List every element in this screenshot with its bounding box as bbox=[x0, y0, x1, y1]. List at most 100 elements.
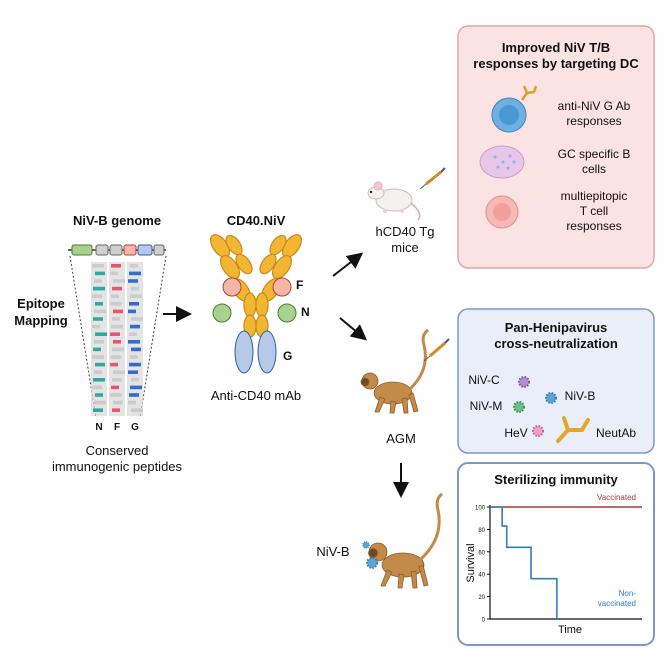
genome-caption-line1: Conserved bbox=[86, 443, 149, 458]
lane-f-band bbox=[110, 332, 120, 336]
construct-label-n: N bbox=[301, 305, 310, 319]
response-item-3-line2: T cell bbox=[580, 204, 608, 218]
lane-n-band bbox=[92, 264, 104, 268]
series-label-nonvaccinated-line2: vaccinated bbox=[598, 599, 636, 608]
lane-n-band bbox=[94, 340, 104, 344]
immunity-title: Sterilizing immunity bbox=[494, 472, 618, 487]
lane-n-band bbox=[93, 408, 103, 412]
genome-title: NiV-B genome bbox=[73, 213, 161, 228]
lane-n-band bbox=[95, 271, 105, 276]
lane-g-band bbox=[128, 370, 138, 374]
lane-f-band bbox=[111, 264, 121, 268]
lane-n-band bbox=[93, 347, 101, 352]
lane-g-band bbox=[131, 317, 143, 321]
lane-g-band bbox=[128, 340, 140, 344]
response-item-3-line3: responses bbox=[566, 219, 621, 233]
series-label-nonvaccinated-line1: Non- bbox=[619, 589, 637, 598]
lane-label-f: F bbox=[114, 422, 120, 433]
virus-icon-nivc bbox=[518, 376, 530, 388]
genome-panel: NiV-B genome N F G Epitope Mapping Conse… bbox=[14, 213, 182, 474]
response-item-2-line2: cells bbox=[582, 162, 606, 176]
response-item-1-line2: responses bbox=[566, 114, 621, 128]
series-nonvaccinated-line bbox=[490, 506, 558, 619]
antibody-construct-icon bbox=[209, 234, 303, 338]
construct-panel: CD40.NiV F N G bbox=[209, 213, 310, 403]
lane-n-band bbox=[92, 324, 100, 329]
arrow-to-agm bbox=[339, 317, 368, 341]
lane-g-band bbox=[130, 264, 138, 268]
y-axis-label: Survival bbox=[465, 543, 477, 582]
lane-f-band bbox=[113, 400, 123, 405]
genome-caption-line2: immunogenic peptides bbox=[52, 459, 183, 474]
n-epitope-right bbox=[277, 303, 297, 323]
lane-g-band bbox=[128, 400, 136, 405]
genome-bar bbox=[68, 244, 166, 256]
n-epitope-left bbox=[212, 303, 232, 323]
responses-box: Improved NiV T/B responses by targeting … bbox=[457, 25, 655, 269]
lane-f-band bbox=[110, 271, 118, 276]
lane-n-band bbox=[94, 370, 102, 374]
lane-n-band bbox=[92, 294, 102, 298]
challenge-label: NiV-B bbox=[316, 544, 349, 559]
virus-icon-challenge bbox=[362, 541, 378, 569]
construct-label-f: F bbox=[296, 278, 303, 292]
lane-f-band bbox=[110, 362, 118, 367]
response-item-3-line1: multiepitopic bbox=[561, 189, 628, 203]
lane-g-band bbox=[131, 286, 139, 291]
lane-g-band bbox=[130, 355, 138, 359]
g-epitope-right bbox=[257, 330, 277, 374]
virus-label-nivm: NiV-M bbox=[470, 399, 503, 413]
lane-f-band bbox=[113, 340, 121, 344]
cross-title-line2: cross-neutralization bbox=[494, 336, 618, 351]
construct-title: CD40.NiV bbox=[227, 213, 286, 228]
arrow-to-mouse bbox=[332, 252, 364, 277]
lane-f-band bbox=[112, 347, 124, 352]
lane-g-band bbox=[130, 385, 142, 390]
lane-f-band bbox=[111, 294, 119, 298]
lane-n-band bbox=[93, 317, 103, 321]
construct-caption: Anti-CD40 mAb bbox=[211, 388, 301, 403]
mouse-label-line1: hCD40 Tg bbox=[375, 224, 434, 239]
epitope-label-line1: Epitope bbox=[17, 296, 65, 311]
virus-label-nivb: NiV-B bbox=[565, 389, 596, 403]
lane-g-band bbox=[129, 332, 137, 336]
lane-g-band bbox=[129, 271, 141, 276]
lane-g-band bbox=[128, 309, 136, 314]
lane-f-band bbox=[110, 393, 122, 397]
lane-g-band bbox=[130, 294, 142, 298]
lane-g-band bbox=[129, 362, 141, 367]
monkey-icon-challenged bbox=[368, 492, 443, 589]
lane-f-band bbox=[110, 302, 122, 306]
lane-n-band bbox=[94, 279, 102, 283]
lane-g-bg bbox=[127, 262, 143, 416]
f-epitope-right bbox=[272, 277, 292, 297]
mouse-icon bbox=[367, 181, 421, 221]
lane-f-band bbox=[113, 279, 125, 283]
lane-f-bg bbox=[109, 262, 125, 416]
virus-icon-hev bbox=[532, 425, 544, 437]
lane-n-band bbox=[94, 309, 106, 314]
lane-n-band bbox=[95, 393, 103, 397]
cross-title-line1: Pan-Henipavirus bbox=[505, 320, 608, 335]
antibody-small-icon bbox=[520, 85, 538, 101]
cross-neutralization-box: Pan-Henipavirus cross-neutralization NiV… bbox=[457, 308, 655, 454]
lane-f-band bbox=[111, 324, 123, 329]
lane-f-band bbox=[112, 378, 122, 382]
response-item-2-line1: GC specific B bbox=[558, 147, 631, 161]
response-item-1-line1: anti-NiV G Ab bbox=[558, 99, 631, 113]
virus-icon-nivm bbox=[513, 401, 525, 413]
lane-f-band bbox=[112, 408, 120, 412]
y-tick-label: 100 bbox=[475, 506, 486, 512]
virus-label-nivc: NiV-C bbox=[468, 373, 500, 387]
virus-label-hev: HeV bbox=[504, 426, 527, 440]
y-tick-label: 0 bbox=[482, 618, 486, 624]
lane-n-band bbox=[92, 385, 102, 390]
y-tick-label: 40 bbox=[478, 573, 485, 579]
monkey-icon bbox=[360, 328, 429, 414]
lane-n-bg bbox=[91, 262, 107, 416]
lane-g-band bbox=[129, 393, 139, 397]
agm-label: AGM bbox=[386, 431, 416, 446]
lane-n-band bbox=[93, 378, 105, 382]
immunity-box: Sterilizing immunity 020406080100Surviva… bbox=[457, 462, 655, 646]
